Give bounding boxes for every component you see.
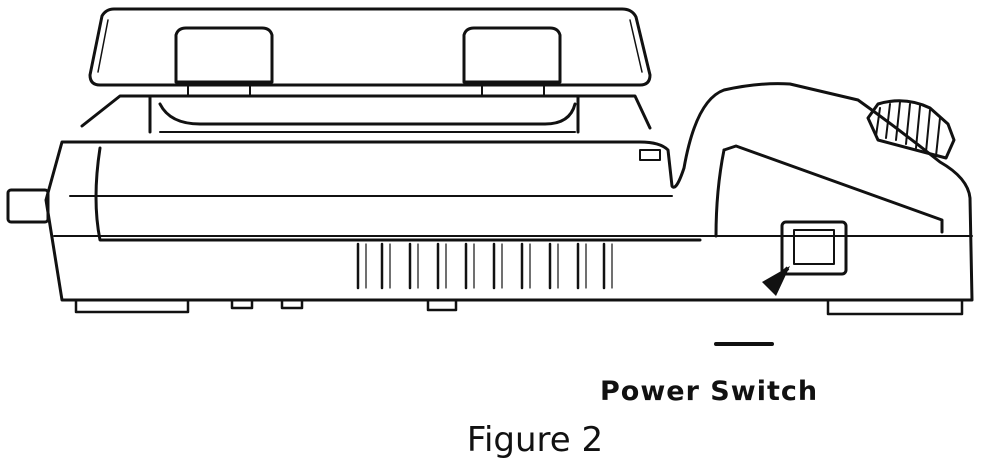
mid-tray: [80, 94, 652, 134]
vent-slots: [356, 242, 613, 290]
top-plate: [88, 7, 652, 87]
rear-connector: [6, 188, 50, 224]
callout-arrow: [762, 266, 790, 296]
main-body: [44, 82, 974, 302]
power-switch[interactable]: [780, 220, 848, 276]
figure-caption: Figure 2: [466, 420, 604, 460]
base-feet: [74, 298, 964, 316]
power-switch-label: Power Switch: [600, 376, 819, 407]
control-knob: [866, 99, 956, 160]
